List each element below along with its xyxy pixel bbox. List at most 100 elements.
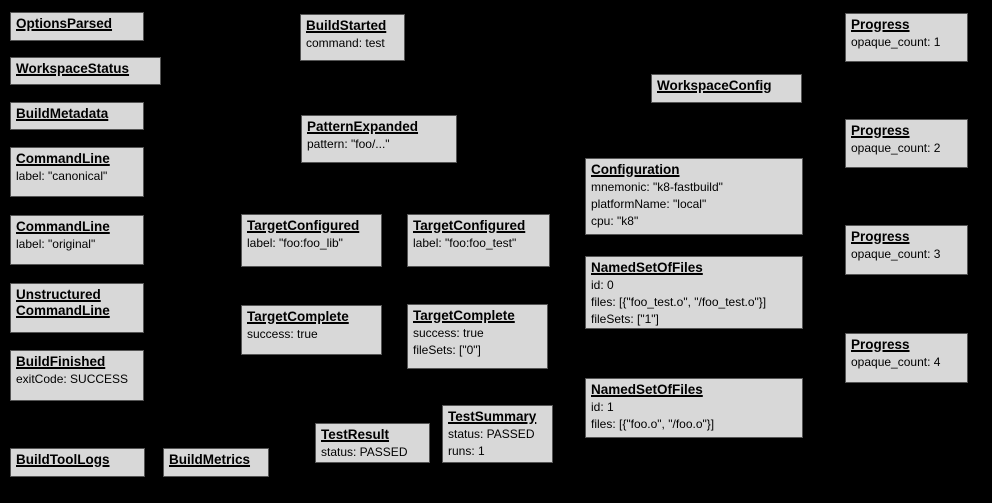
event-field-line: id: 1 [591,400,614,415]
event-node-progress-4: Progress opaque_count: 4 [845,333,968,383]
event-title-line: BuildMetadata [16,106,109,121]
event-title-line: TargetConfigured [247,218,360,233]
event-node-title: CommandLine [16,219,138,235]
event-field-line: success: true [413,326,484,341]
event-node-title: NamedSetOfFiles [591,260,797,276]
event-field-line: label: "foo:foo_test" [413,236,517,251]
event-field-line: exitCode: SUCCESS [16,372,129,387]
event-title-line: TargetConfigured [413,218,526,233]
event-node-target-complete-foo-test: TargetComplete success: true fileSets: ["… [407,304,548,369]
event-node-body: label: "foo:foo_test" [413,235,544,252]
event-field-line: opaque_count: 4 [851,355,941,370]
event-node-build-metrics: BuildMetrics [163,448,269,477]
event-field-line: mnemonic: "k8-fastbuild" [591,180,723,195]
event-node-configuration: Configuration mnemonic: "k8-fastbuild" pl… [585,158,803,235]
event-field-line: id: 0 [591,278,614,293]
event-node-body: command: test [306,35,399,52]
event-field-line: cpu: "k8" [591,213,639,228]
event-node-title: TargetConfigured [413,218,544,234]
event-node-command-line-original: CommandLine label: "original" [10,215,144,265]
event-node-workspace-status: WorkspaceStatus [10,57,161,85]
event-node-body: label: "original" [16,236,138,253]
event-title-line: OptionsParsed [16,16,113,31]
event-title-line: BuildFinished [16,354,106,369]
event-title-line: CommandLine [16,151,110,166]
event-node-title: WorkspaceStatus [16,61,155,77]
event-field-line: runs: 1 [448,444,485,459]
event-node-title: TargetComplete [413,308,542,324]
event-node-body: opaque_count: 1 [851,34,962,51]
event-field-line: fileSets: ["1"] [591,311,659,326]
event-node-workspace-config: WorkspaceConfig [651,74,802,103]
event-node-progress-3: Progress opaque_count: 3 [845,225,968,275]
event-node-title: WorkspaceConfig [657,78,796,94]
event-node-body: opaque_count: 2 [851,140,962,157]
event-field-line: command: test [306,36,385,51]
event-title-line: BuildStarted [306,18,387,33]
event-node-build-started: BuildStarted command: test [300,14,405,61]
event-field-line: label: "canonical" [16,169,108,184]
event-node-body: pattern: "foo/..." [307,136,451,153]
event-node-title: NamedSetOfFiles [591,382,797,398]
event-node-test-result: TestResult status: PASSED [315,423,430,463]
event-node-title: PatternExpanded [307,119,451,135]
event-field-line: opaque_count: 1 [851,35,941,50]
event-node-progress-1: Progress opaque_count: 1 [845,13,968,62]
event-field-line: opaque_count: 2 [851,141,941,156]
event-node-build-metadata: BuildMetadata [10,102,144,130]
event-node-build-finished: BuildFinished exitCode: SUCCESS [10,350,144,401]
event-title-line: BuildMetrics [169,452,251,467]
event-node-command-line-canonical: CommandLine label: "canonical" [10,147,144,197]
event-node-title: Progress [851,337,962,353]
event-field-line: pattern: "foo/..." [307,137,390,152]
event-node-title: BuildFinished [16,354,138,370]
event-node-options-parsed: OptionsParsed [10,12,144,41]
event-node-title: BuildToolLogs [16,452,139,468]
event-title-line: CommandLine [16,303,110,319]
event-node-title: CommandLine [16,151,138,167]
event-node-body: id: 0 files: [{"foo_test.o", "/foo_test.o… [591,277,797,327]
event-node-body: status: PASSED [321,444,424,461]
event-node-title: TestSummary [448,409,547,425]
event-node-title: BuildMetadata [16,106,138,122]
event-field-line: status: PASSED [321,445,408,460]
event-node-title: TargetConfigured [247,218,376,234]
event-node-build-tool-logs: BuildToolLogs [10,448,145,477]
event-field-line: files: [{"foo_test.o", "/foo_test.o"}] [591,295,767,310]
event-title-line: PatternExpanded [307,119,419,134]
event-title-line: Progress [851,123,910,138]
event-title-line: CommandLine [16,219,110,234]
event-node-title: Progress [851,229,962,245]
event-title-line: Progress [851,17,910,32]
event-node-title: Configuration [591,162,797,178]
event-title-line: TestSummary [448,409,537,424]
event-title-line: WorkspaceStatus [16,61,130,76]
event-node-target-configured-foo-test: TargetConfigured label: "foo:foo_test" [407,214,550,267]
event-node-target-complete-foo-lib: TargetComplete success: true [241,305,382,355]
event-node-body: opaque_count: 4 [851,354,962,371]
event-title-line: WorkspaceConfig [657,78,772,93]
event-field-line: fileSets: ["0"] [413,343,481,358]
event-field-line: opaque_count: 3 [851,247,941,262]
event-title-line: NamedSetOfFiles [591,382,703,397]
event-field-line: success: true [247,327,318,342]
event-node-title: Progress [851,123,962,139]
event-node-body: success: true [247,326,376,343]
event-title-line: NamedSetOfFiles [591,260,703,275]
event-title-line: TargetComplete [413,308,515,323]
event-field-line: platformName: "local" [591,197,707,212]
event-node-body: label: "foo:foo_lib" [247,235,376,252]
event-node-target-configured-foo-lib: TargetConfigured label: "foo:foo_lib" [241,214,382,267]
event-title-line: Progress [851,337,910,352]
event-node-named-set-of-files-0: NamedSetOfFiles id: 0 files: [{"foo_test.… [585,256,803,329]
event-node-progress-2: Progress opaque_count: 2 [845,119,968,168]
event-node-title: BuildMetrics [169,452,263,468]
event-node-title: TestResult [321,427,424,443]
event-title-line: Progress [851,229,910,244]
event-title-line: TargetComplete [247,309,349,324]
